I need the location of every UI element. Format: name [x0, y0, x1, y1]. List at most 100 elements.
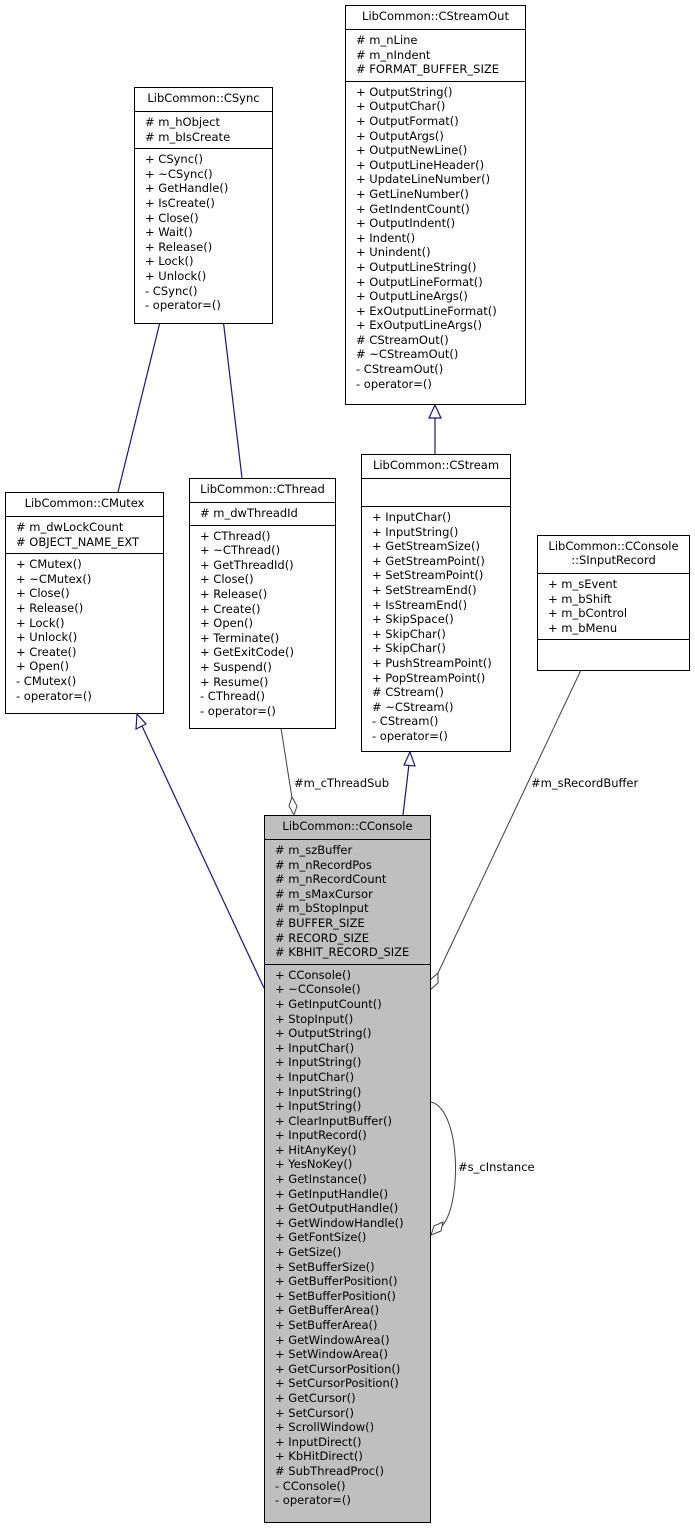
method: + GetInputCount(): [275, 996, 382, 1011]
edge-cthread-inherits-csync: [215, 296, 243, 479]
attribute-section: # m_dwThreadId: [190, 503, 335, 525]
method-section: + CMutex() + ~CMutex() + Close() + Relea…: [6, 553, 163, 707]
class-cstreamout[interactable]: LibCommon::CStreamOut # m_nLine # m_nInd…: [345, 5, 526, 405]
method: + SkipChar(): [372, 641, 446, 656]
method: + IsCreate(): [145, 195, 215, 210]
attribute: # m_bStopInput: [275, 901, 369, 916]
class-cmutex[interactable]: LibCommon::CMutex # m_dwLockCount # OBJE…: [5, 492, 164, 714]
method: + Release(): [200, 586, 268, 601]
method: + OutputLineString(): [356, 259, 477, 274]
class-title: LibCommon::CConsole: [265, 816, 430, 840]
attribute: + m_bMenu: [548, 620, 618, 635]
method: + GetCursor(): [275, 1390, 356, 1405]
attribute: # m_nRecordCount: [275, 872, 387, 887]
method: + SetBufferArea(): [275, 1318, 378, 1332]
method: + InputString(): [275, 1099, 362, 1114]
method: # SubThreadProc(): [275, 1463, 384, 1478]
class-name: LibCommon::CSync: [147, 91, 260, 105]
class-title: LibCommon::CMutex: [6, 493, 163, 517]
method: + ExOutputLineFormat(): [356, 303, 497, 318]
method: + Close(): [200, 572, 254, 587]
method: + GetSize(): [275, 1245, 342, 1260]
method: - CStream(): [372, 714, 439, 729]
class-cthread[interactable]: LibCommon::CThread # m_dwThreadId + CThr…: [189, 478, 336, 729]
method: + SetBufferSize(): [275, 1259, 375, 1274]
method: + ClearInputBuffer(): [275, 1113, 393, 1128]
edge-label-record-buffer: #m_sRecordBuffer: [531, 776, 639, 790]
method: + InputChar(): [372, 510, 452, 524]
method: + HitAnyKey(): [275, 1142, 357, 1157]
method: + ExOutputLineArgs(): [356, 318, 482, 333]
class-cstream[interactable]: LibCommon::CStream + InputChar() + Input…: [361, 454, 511, 752]
method: + InputString(): [275, 1055, 362, 1070]
method: + InputString(): [275, 1084, 362, 1099]
class-csync[interactable]: LibCommon::CSync # m_hObject # m_bIsCrea…: [134, 87, 273, 324]
method: + OutputLineHeader(): [356, 157, 485, 172]
attribute: + m_sEvent: [548, 577, 618, 591]
attribute: # m_hObject: [145, 115, 220, 129]
method: + CConsole(): [275, 967, 351, 982]
class-name: LibCommon::CMutex: [24, 496, 145, 510]
method: + GetInputHandle(): [275, 1186, 389, 1201]
method: + InputChar(): [275, 1040, 355, 1055]
method: + StopInput(): [275, 1011, 354, 1026]
method: + OutputArgs(): [356, 128, 444, 143]
attribute-section: # m_szBuffer # m_nRecordPos # m_nRecordC…: [265, 840, 430, 964]
attribute: + m_bShift: [548, 591, 612, 606]
class-name: LibCommon::CStreamOut: [362, 9, 509, 23]
class-name-suffix: ::SInputRecord: [571, 553, 656, 567]
method: + GetHandle(): [145, 181, 229, 196]
method: + PushStreamPoint(): [372, 655, 492, 670]
attribute-section: + m_sEvent + m_bShift + m_bControl + m_b…: [538, 574, 689, 639]
edge-label-thread-sub: #m_cThreadSub: [294, 776, 390, 790]
method: + GetCursorPosition(): [275, 1361, 401, 1376]
edge-cstream-inherits-cstreamout: [428, 403, 442, 454]
method: + Close(): [16, 586, 70, 601]
method: + Close(): [145, 210, 199, 225]
class-name: LibCommon::CConsole: [548, 539, 679, 553]
attribute: # m_sMaxCursor: [275, 886, 373, 901]
method: + Terminate(): [200, 630, 280, 645]
attribute: # BUFFER_SIZE: [275, 915, 365, 930]
method: + GetOutputHandle(): [275, 1201, 399, 1216]
edge-cconsole-self-aggregation: [430, 1101, 457, 1236]
method: - operator=(): [372, 728, 448, 743]
method: + Unlock(): [16, 630, 78, 645]
method: + GetLineNumber(): [356, 186, 469, 201]
method: + OutputFormat(): [356, 113, 459, 128]
method: + SetStreamEnd(): [372, 582, 477, 597]
class-name: LibCommon::CConsole: [282, 819, 413, 833]
method: + GetBufferPosition(): [275, 1274, 398, 1289]
method: + GetThreadId(): [200, 557, 294, 572]
method: + Resume(): [200, 674, 269, 689]
class-title: LibCommon::CConsole ::SInputRecord: [538, 536, 689, 574]
attribute-section: # m_dwLockCount # OBJECT_NAME_EXT: [6, 517, 163, 553]
method: + Create(): [16, 644, 77, 659]
attribute: # m_dwLockCount: [16, 520, 124, 534]
method: - operator=(): [200, 703, 276, 718]
method: + GetIndentCount(): [356, 201, 470, 216]
method: + SetCursor(): [275, 1405, 354, 1420]
method: + Release(): [16, 600, 84, 615]
method: + SetWindowArea(): [275, 1347, 388, 1362]
method: - CStreamOut(): [356, 362, 444, 377]
attribute: # m_bIsCreate: [145, 129, 231, 144]
method: + CMutex(): [16, 557, 82, 572]
attribute: # m_nLine: [356, 33, 418, 47]
method: + SkipChar(): [372, 626, 446, 641]
class-title: LibCommon::CStream: [362, 455, 510, 479]
method: + OutputString(): [275, 1026, 372, 1041]
attribute: # m_nIndent: [356, 47, 431, 62]
method: - CThread(): [200, 689, 266, 704]
class-title: LibCommon::CStreamOut: [346, 6, 525, 30]
method: + GetWindowArea(): [275, 1332, 390, 1347]
attribute: # OBJECT_NAME_EXT: [16, 534, 140, 549]
attribute-section: # m_hObject # m_bIsCreate: [135, 112, 272, 148]
class-title: LibCommon::CSync: [135, 88, 272, 112]
attribute: # KBHIT_RECORD_SIZE: [275, 945, 410, 960]
method: + OutputLineFormat(): [356, 274, 483, 289]
edge-cthread-aggregated-in-cconsole: [280, 727, 298, 817]
method: + GetWindowHandle(): [275, 1215, 404, 1230]
class-sinputrecord[interactable]: LibCommon::CConsole ::SInputRecord + m_s…: [537, 535, 690, 671]
class-cconsole[interactable]: LibCommon::CConsole # m_szBuffer # m_nRe…: [264, 815, 431, 1523]
